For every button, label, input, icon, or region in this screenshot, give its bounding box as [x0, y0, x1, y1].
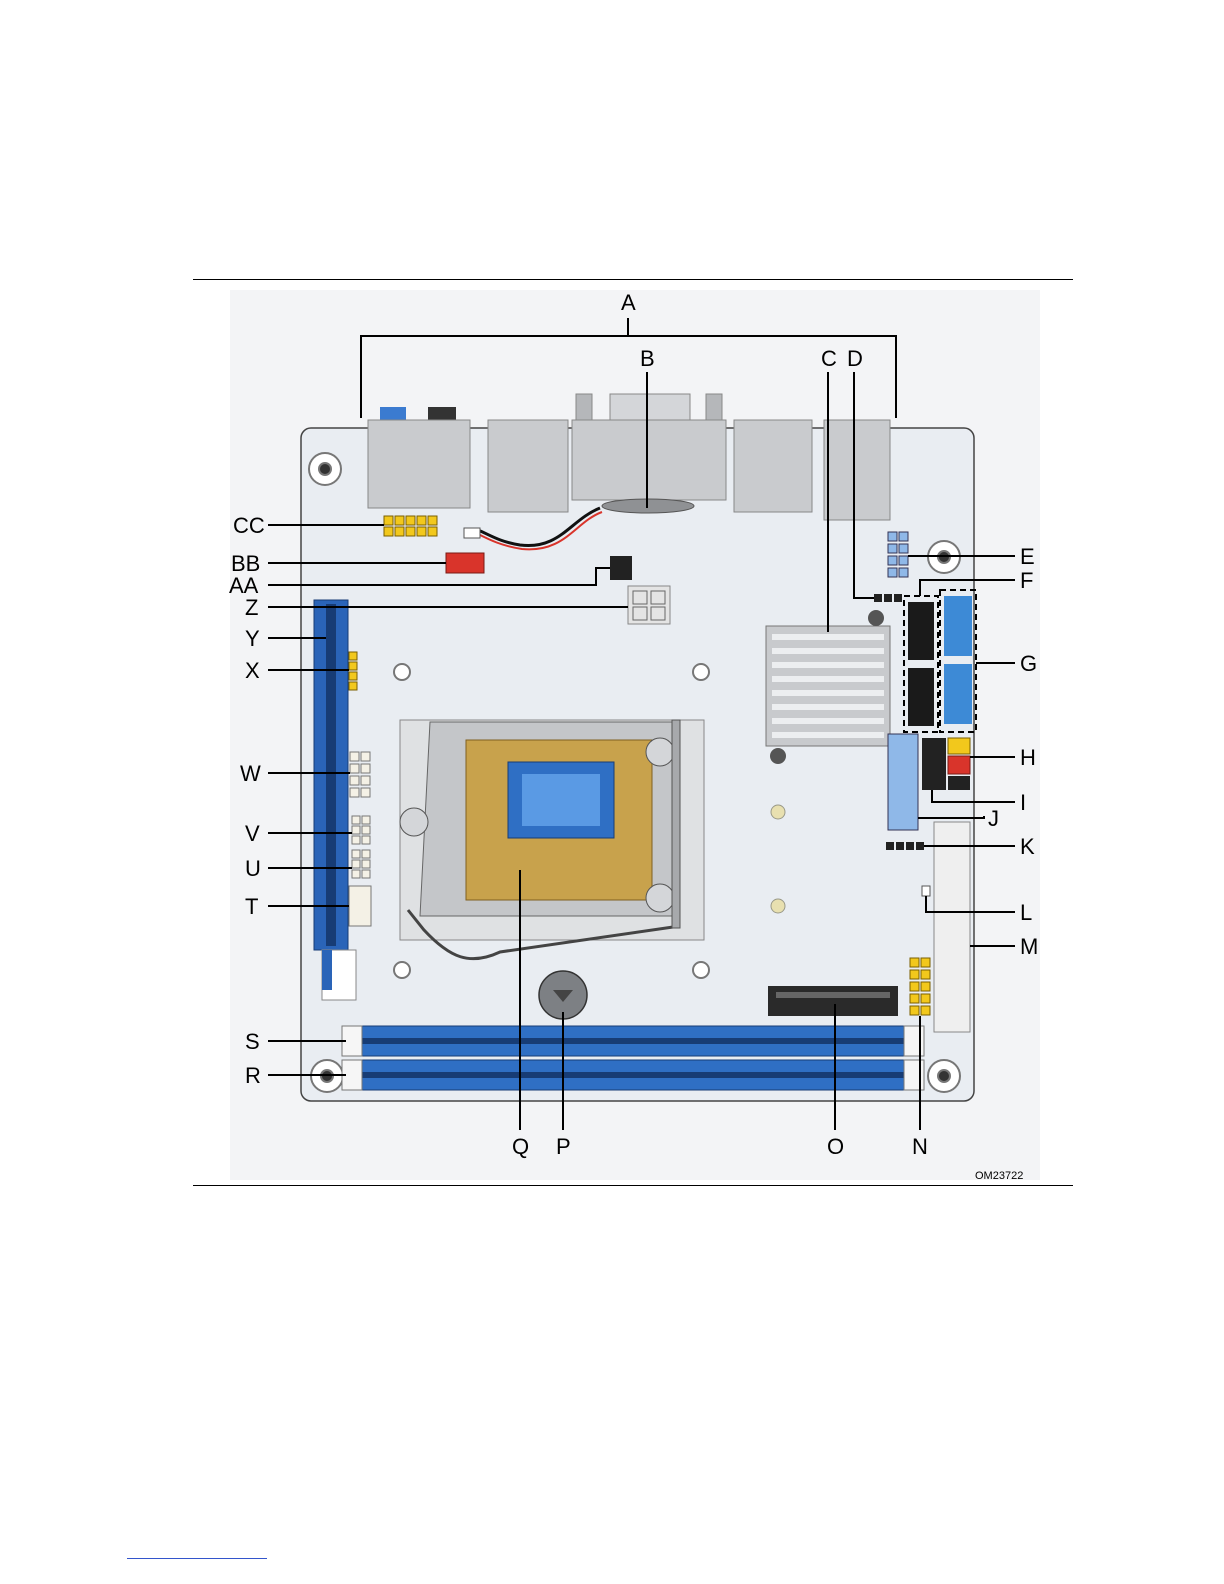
callout-label-t: T [245, 894, 258, 919]
callout-label-p: P [556, 1134, 571, 1159]
callout-label-x: X [245, 658, 260, 683]
callout-label-n: N [912, 1134, 928, 1159]
callout-label-g: G [1020, 651, 1037, 676]
callout-label-m: M [1020, 934, 1038, 959]
header-i [922, 738, 946, 790]
dimm-slot-r [342, 1060, 924, 1090]
mini-pcie-contacts [776, 992, 890, 998]
cpu-lever-arm [672, 720, 680, 928]
callout-label-l: L [1020, 900, 1032, 925]
callout-label-aa: AA [229, 573, 259, 598]
callout-label-w: W [240, 761, 261, 786]
heatsink-pin-a [868, 610, 884, 626]
callout-label-r: R [245, 1063, 261, 1088]
callout-label-e: E [1020, 544, 1035, 569]
cpu-socket-screw-tr [646, 738, 674, 766]
connector-aa [610, 556, 632, 580]
callout-label-h: H [1020, 745, 1036, 770]
callout-label-d: D [847, 346, 863, 371]
cpu-socket-screw-l [400, 808, 428, 836]
figure-code: OM23722 [975, 1170, 1023, 1182]
callout-label-a: A [621, 290, 636, 315]
callout-label-y: Y [245, 626, 260, 651]
callout-label-i: I [1020, 790, 1026, 815]
jumper-d [874, 594, 902, 602]
atx-power-m [934, 822, 970, 1032]
callout-label-u: U [245, 856, 261, 881]
header-h [948, 738, 970, 790]
callout-label-b: B [640, 346, 655, 371]
battery-plug [464, 528, 480, 538]
callout-label-bb: BB [231, 551, 260, 576]
cpu-socket-center [522, 774, 600, 826]
callout-label-k: K [1020, 834, 1035, 859]
chipset-heatsink [766, 626, 890, 746]
dimm-slot-s [342, 1026, 924, 1056]
pcie-slot-groove [326, 604, 336, 946]
fan-connector-bb [446, 553, 484, 573]
callout-label-cc: CC [233, 513, 265, 538]
usb-header-j [888, 734, 918, 830]
power-connector-z [628, 586, 670, 624]
mini-pcie-slot-o [768, 986, 898, 1016]
callout-label-f: F [1020, 568, 1033, 593]
pcie-retention-blue [322, 950, 332, 990]
callout-label-s: S [245, 1029, 260, 1054]
callout-label-q: Q [512, 1134, 529, 1159]
callout-label-o: O [827, 1134, 844, 1159]
callout-label-z: Z [245, 595, 258, 620]
callout-label-j: J [988, 806, 999, 831]
cpu-socket-screw-br [646, 884, 674, 912]
heatsink-pin-b [770, 748, 786, 764]
callout-label-c: C [821, 346, 837, 371]
fan-header-t [349, 886, 371, 926]
led-l [922, 886, 930, 896]
callout-label-v: V [245, 821, 260, 846]
